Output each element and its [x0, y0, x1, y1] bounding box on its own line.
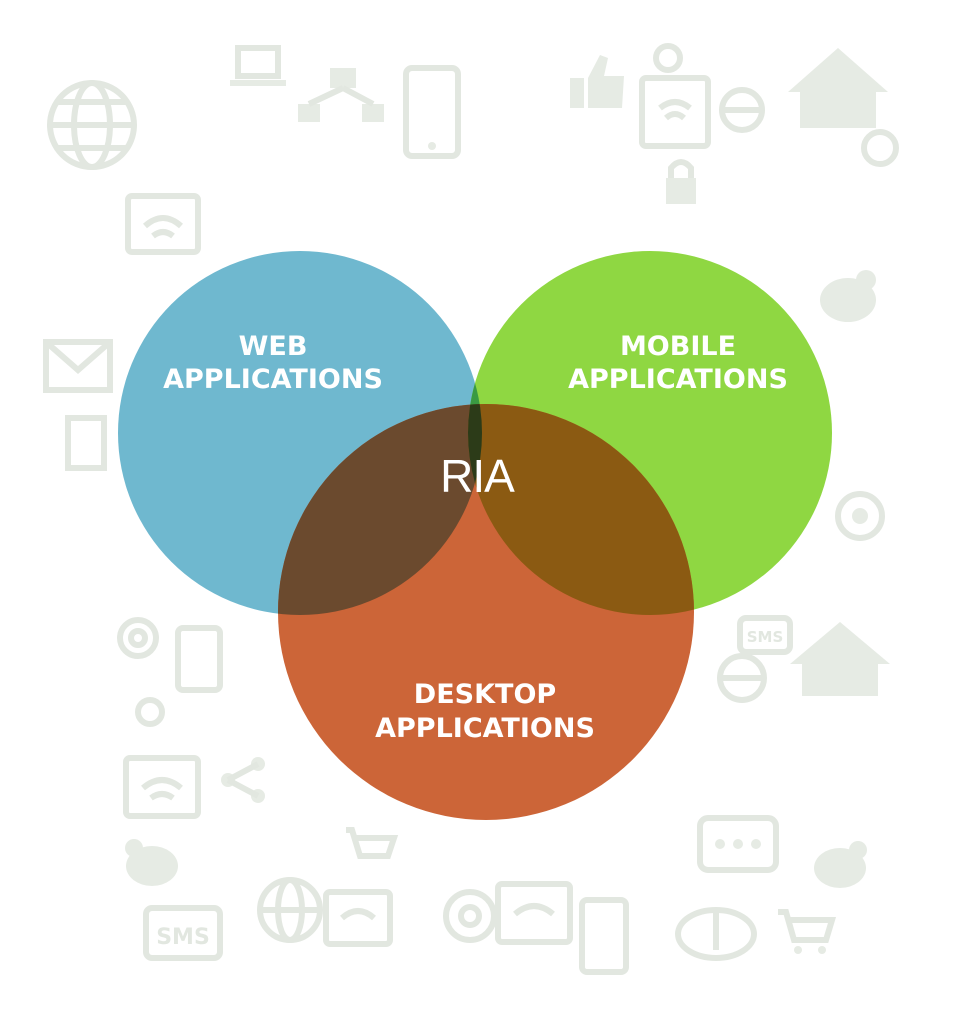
mobile-label-line2: APPLICATIONS	[568, 364, 788, 395]
chat-bubble-icon	[697, 815, 779, 873]
at-sign-icon	[443, 889, 497, 943]
house-icon	[790, 622, 890, 696]
phone-icon	[175, 625, 223, 693]
phone-icon	[579, 897, 629, 975]
wifi-icon	[123, 755, 201, 819]
at-sign-icon	[653, 43, 683, 73]
sms-icon: SMS	[737, 615, 793, 655]
house-icon	[788, 48, 888, 128]
cart-icon	[346, 827, 399, 859]
venn-circles	[118, 251, 832, 820]
globe-icon	[719, 87, 765, 133]
lock-icon	[666, 159, 696, 204]
phone-icon	[403, 65, 461, 159]
laptop-icon	[65, 415, 107, 471]
background-icon-cloud: SMS	[43, 43, 899, 975]
mail-icon	[43, 339, 113, 393]
sms-icon: SMS	[143, 905, 223, 961]
thumbs-up-icon	[570, 55, 624, 108]
bird-icon	[820, 270, 876, 322]
wifi-icon	[495, 881, 573, 945]
globe-icon	[47, 80, 137, 170]
desktop-applications-label: DESKTOP APPLICATIONS	[375, 679, 595, 744]
laptop-icon	[230, 45, 286, 86]
desktop-label-line2: APPLICATIONS	[375, 713, 595, 744]
web-applications-label: WEB APPLICATIONS	[163, 331, 383, 395]
mobile-label-line1: MOBILE	[620, 331, 736, 362]
bird-icon	[814, 841, 867, 888]
globe-icon	[257, 877, 323, 943]
sms-label: SMS	[156, 925, 210, 950]
gear-icon	[835, 491, 885, 541]
sms-label: SMS	[747, 628, 784, 646]
globe-icon	[717, 653, 767, 703]
cloud-download-icon	[675, 907, 757, 961]
ria-label: RIA	[440, 450, 515, 502]
share-icon	[221, 757, 265, 803]
network-icon	[298, 68, 384, 122]
desktop-label-line1: DESKTOP	[414, 679, 556, 710]
web-label-line1: WEB	[239, 331, 308, 362]
wifi-icon	[323, 889, 393, 947]
mobile-applications-label: MOBILE APPLICATIONS	[568, 331, 788, 395]
web-desktop-overlap	[278, 404, 482, 615]
cart-icon	[778, 909, 837, 954]
gear-icon	[135, 697, 165, 727]
gear-icon	[861, 129, 899, 167]
wifi-icon	[125, 193, 201, 255]
at-sign-icon	[117, 617, 159, 659]
web-label-line2: APPLICATIONS	[163, 364, 383, 395]
bird-icon	[125, 839, 178, 886]
monitor-icon	[639, 75, 711, 149]
